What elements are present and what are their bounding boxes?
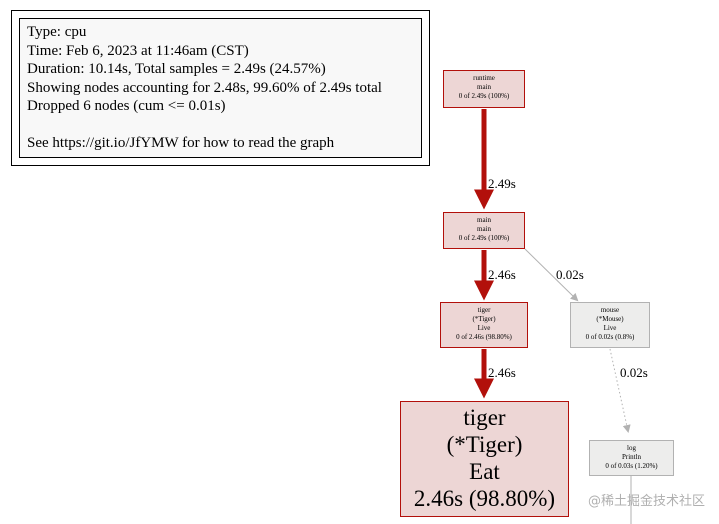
graph-legend: Type: cpu Time: Feb 6, 2023 at 11:46am (… bbox=[19, 18, 422, 158]
edge-main-to-mouse[interactable] bbox=[524, 248, 579, 302]
node-receiver: (*Tiger) bbox=[472, 315, 496, 323]
edge-label-main-to-mouse: 0.02s bbox=[556, 267, 584, 282]
node-stat: 0 of 0.02s (0.8%) bbox=[585, 333, 635, 341]
node-function: main bbox=[477, 83, 491, 91]
node-stat: 0 of 2.49s (100%) bbox=[458, 234, 510, 242]
node-log-println[interactable]: log Println 0 of 0.03s (1.20%) bbox=[589, 440, 674, 476]
node-function: Eat bbox=[469, 459, 500, 484]
node-tiger-eat[interactable]: tiger (*Tiger) Eat 2.46s (98.80%) bbox=[400, 401, 569, 517]
node-stat: 0 of 2.46s (98.80%) bbox=[456, 333, 512, 341]
legend-time: Time: Feb 6, 2023 at 11:46am (CST) bbox=[27, 42, 249, 59]
node-stat: 0 of 2.49s (100%) bbox=[458, 92, 510, 100]
node-runtime-main[interactable]: runtime main 0 of 2.49s (100%) bbox=[443, 70, 525, 108]
node-package: runtime bbox=[473, 74, 495, 82]
edge-mouse-to-log[interactable] bbox=[609, 348, 631, 433]
legend-dropped: Dropped 6 nodes (cum <= 0.01s) bbox=[27, 98, 226, 115]
node-stat: 2.46s (98.80%) bbox=[413, 486, 556, 511]
node-function: main bbox=[477, 225, 491, 233]
legend-type: Type: cpu bbox=[27, 24, 87, 40]
node-function: Println bbox=[621, 453, 642, 461]
site-watermark: @稀土掘金技术社区 bbox=[587, 494, 705, 509]
node-main-main[interactable]: main main 0 of 2.49s (100%) bbox=[443, 212, 525, 249]
node-package: main bbox=[477, 216, 491, 224]
graph-legend-frame: Type: cpu Time: Feb 6, 2023 at 11:46am (… bbox=[11, 10, 430, 166]
edge-label-main-to-tiger: 2.46s bbox=[488, 267, 516, 282]
legend-showing: Showing nodes accounting for 2.48s, 99.6… bbox=[27, 79, 382, 96]
legend-duration: Duration: 10.14s, Total samples = 2.49s … bbox=[27, 61, 326, 78]
node-function: Live bbox=[603, 324, 617, 332]
node-function: Live bbox=[477, 324, 491, 332]
node-tiger-live[interactable]: tiger (*Tiger) Live 0 of 2.46s (98.80%) bbox=[440, 302, 528, 348]
edge-label-tiger-to-eat: 2.46s bbox=[488, 365, 516, 380]
edge-label-mouse-to-log: 0.02s bbox=[620, 365, 648, 380]
node-package: tiger bbox=[477, 306, 491, 314]
node-stat: 0 of 0.03s (1.20%) bbox=[605, 462, 658, 470]
node-receiver: (*Mouse) bbox=[596, 315, 624, 323]
node-package: log bbox=[627, 444, 636, 452]
legend-help-link[interactable]: See https://git.io/JfYMW for how to read… bbox=[27, 134, 335, 151]
node-mouse-live[interactable]: mouse (*Mouse) Live 0 of 0.02s (0.8%) bbox=[570, 302, 650, 348]
node-receiver: (*Tiger) bbox=[446, 432, 523, 457]
edge-label-runtime-to-main: 2.49s bbox=[488, 176, 516, 191]
node-package: tiger bbox=[463, 405, 506, 430]
node-package: mouse bbox=[600, 306, 620, 314]
